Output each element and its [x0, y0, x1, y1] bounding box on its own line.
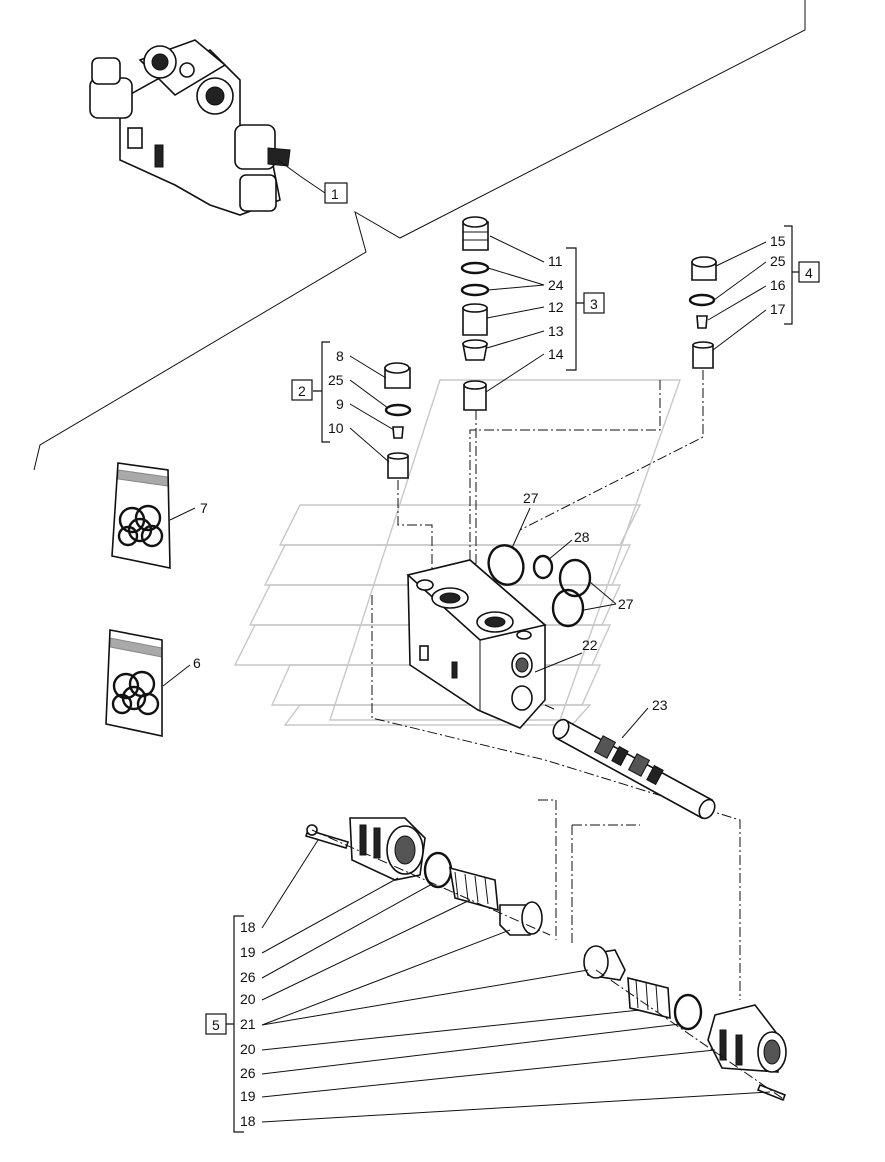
svg-text:22: 22 [582, 637, 598, 653]
cartridge-group-3 [460, 216, 490, 600]
plug-group-4 [519, 256, 717, 531]
svg-text:7: 7 [200, 500, 208, 516]
svg-text:6: 6 [193, 655, 201, 671]
svg-text:11: 11 [548, 253, 563, 269]
svg-text:5: 5 [212, 1017, 220, 1033]
svg-text:28: 28 [574, 529, 590, 545]
callout-box-5: 5 [205, 1013, 227, 1035]
valve-assembly-image [89, 39, 291, 216]
svg-text:18: 18 [240, 919, 256, 935]
svg-text:10: 10 [328, 420, 344, 436]
svg-text:26: 26 [240, 969, 256, 985]
svg-text:8: 8 [336, 348, 344, 364]
valve-body [371, 380, 741, 1000]
plug-group-2 [384, 362, 433, 580]
end-cap-lower [571, 824, 787, 1102]
seal-kit-6: 6 [105, 629, 201, 737]
svg-text:15: 15 [770, 233, 786, 249]
svg-text:4: 4 [805, 265, 813, 281]
end-cap-upper [304, 799, 557, 940]
svg-text:19: 19 [240, 944, 256, 960]
callout-box-3: 3 [583, 292, 605, 314]
body-labels: 27 28 27 22 23 [511, 490, 668, 739]
svg-text:16: 16 [770, 277, 786, 293]
svg-text:20: 20 [240, 1041, 256, 1057]
callout-box-1: 1 [277, 159, 348, 204]
svg-text:21: 21 [240, 1016, 256, 1032]
svg-text:27: 27 [618, 596, 634, 612]
section-break-line [33, 0, 806, 471]
seal-kit-7: 7 [111, 462, 208, 569]
group-4-labels: 15 25 16 17 [707, 225, 799, 351]
group-5-labels: 18 19 26 20 21 20 26 19 18 [226, 839, 771, 1133]
svg-text:1: 1 [331, 186, 339, 202]
spool [552, 718, 716, 820]
svg-text:25: 25 [328, 372, 344, 388]
callout-box-4: 4 [798, 261, 820, 283]
svg-text:27: 27 [523, 490, 539, 506]
svg-text:14: 14 [548, 346, 564, 362]
svg-text:2: 2 [298, 383, 306, 399]
group-3-labels: 11 24 12 13 14 [485, 235, 585, 393]
svg-text:24: 24 [548, 277, 564, 293]
svg-text:18: 18 [240, 1113, 256, 1129]
callout-box-2: 2 [291, 379, 313, 401]
svg-text:17: 17 [770, 301, 786, 317]
svg-text:20: 20 [240, 991, 256, 1007]
svg-text:12: 12 [548, 299, 564, 315]
group-2-labels: 8 25 9 10 [313, 341, 395, 463]
body-seals [487, 544, 592, 628]
svg-text:26: 26 [240, 1065, 256, 1081]
svg-text:23: 23 [652, 697, 668, 713]
svg-text:9: 9 [336, 396, 344, 412]
svg-text:3: 3 [590, 296, 598, 312]
svg-text:25: 25 [770, 253, 786, 269]
svg-text:13: 13 [548, 323, 564, 339]
svg-text:19: 19 [240, 1088, 256, 1104]
